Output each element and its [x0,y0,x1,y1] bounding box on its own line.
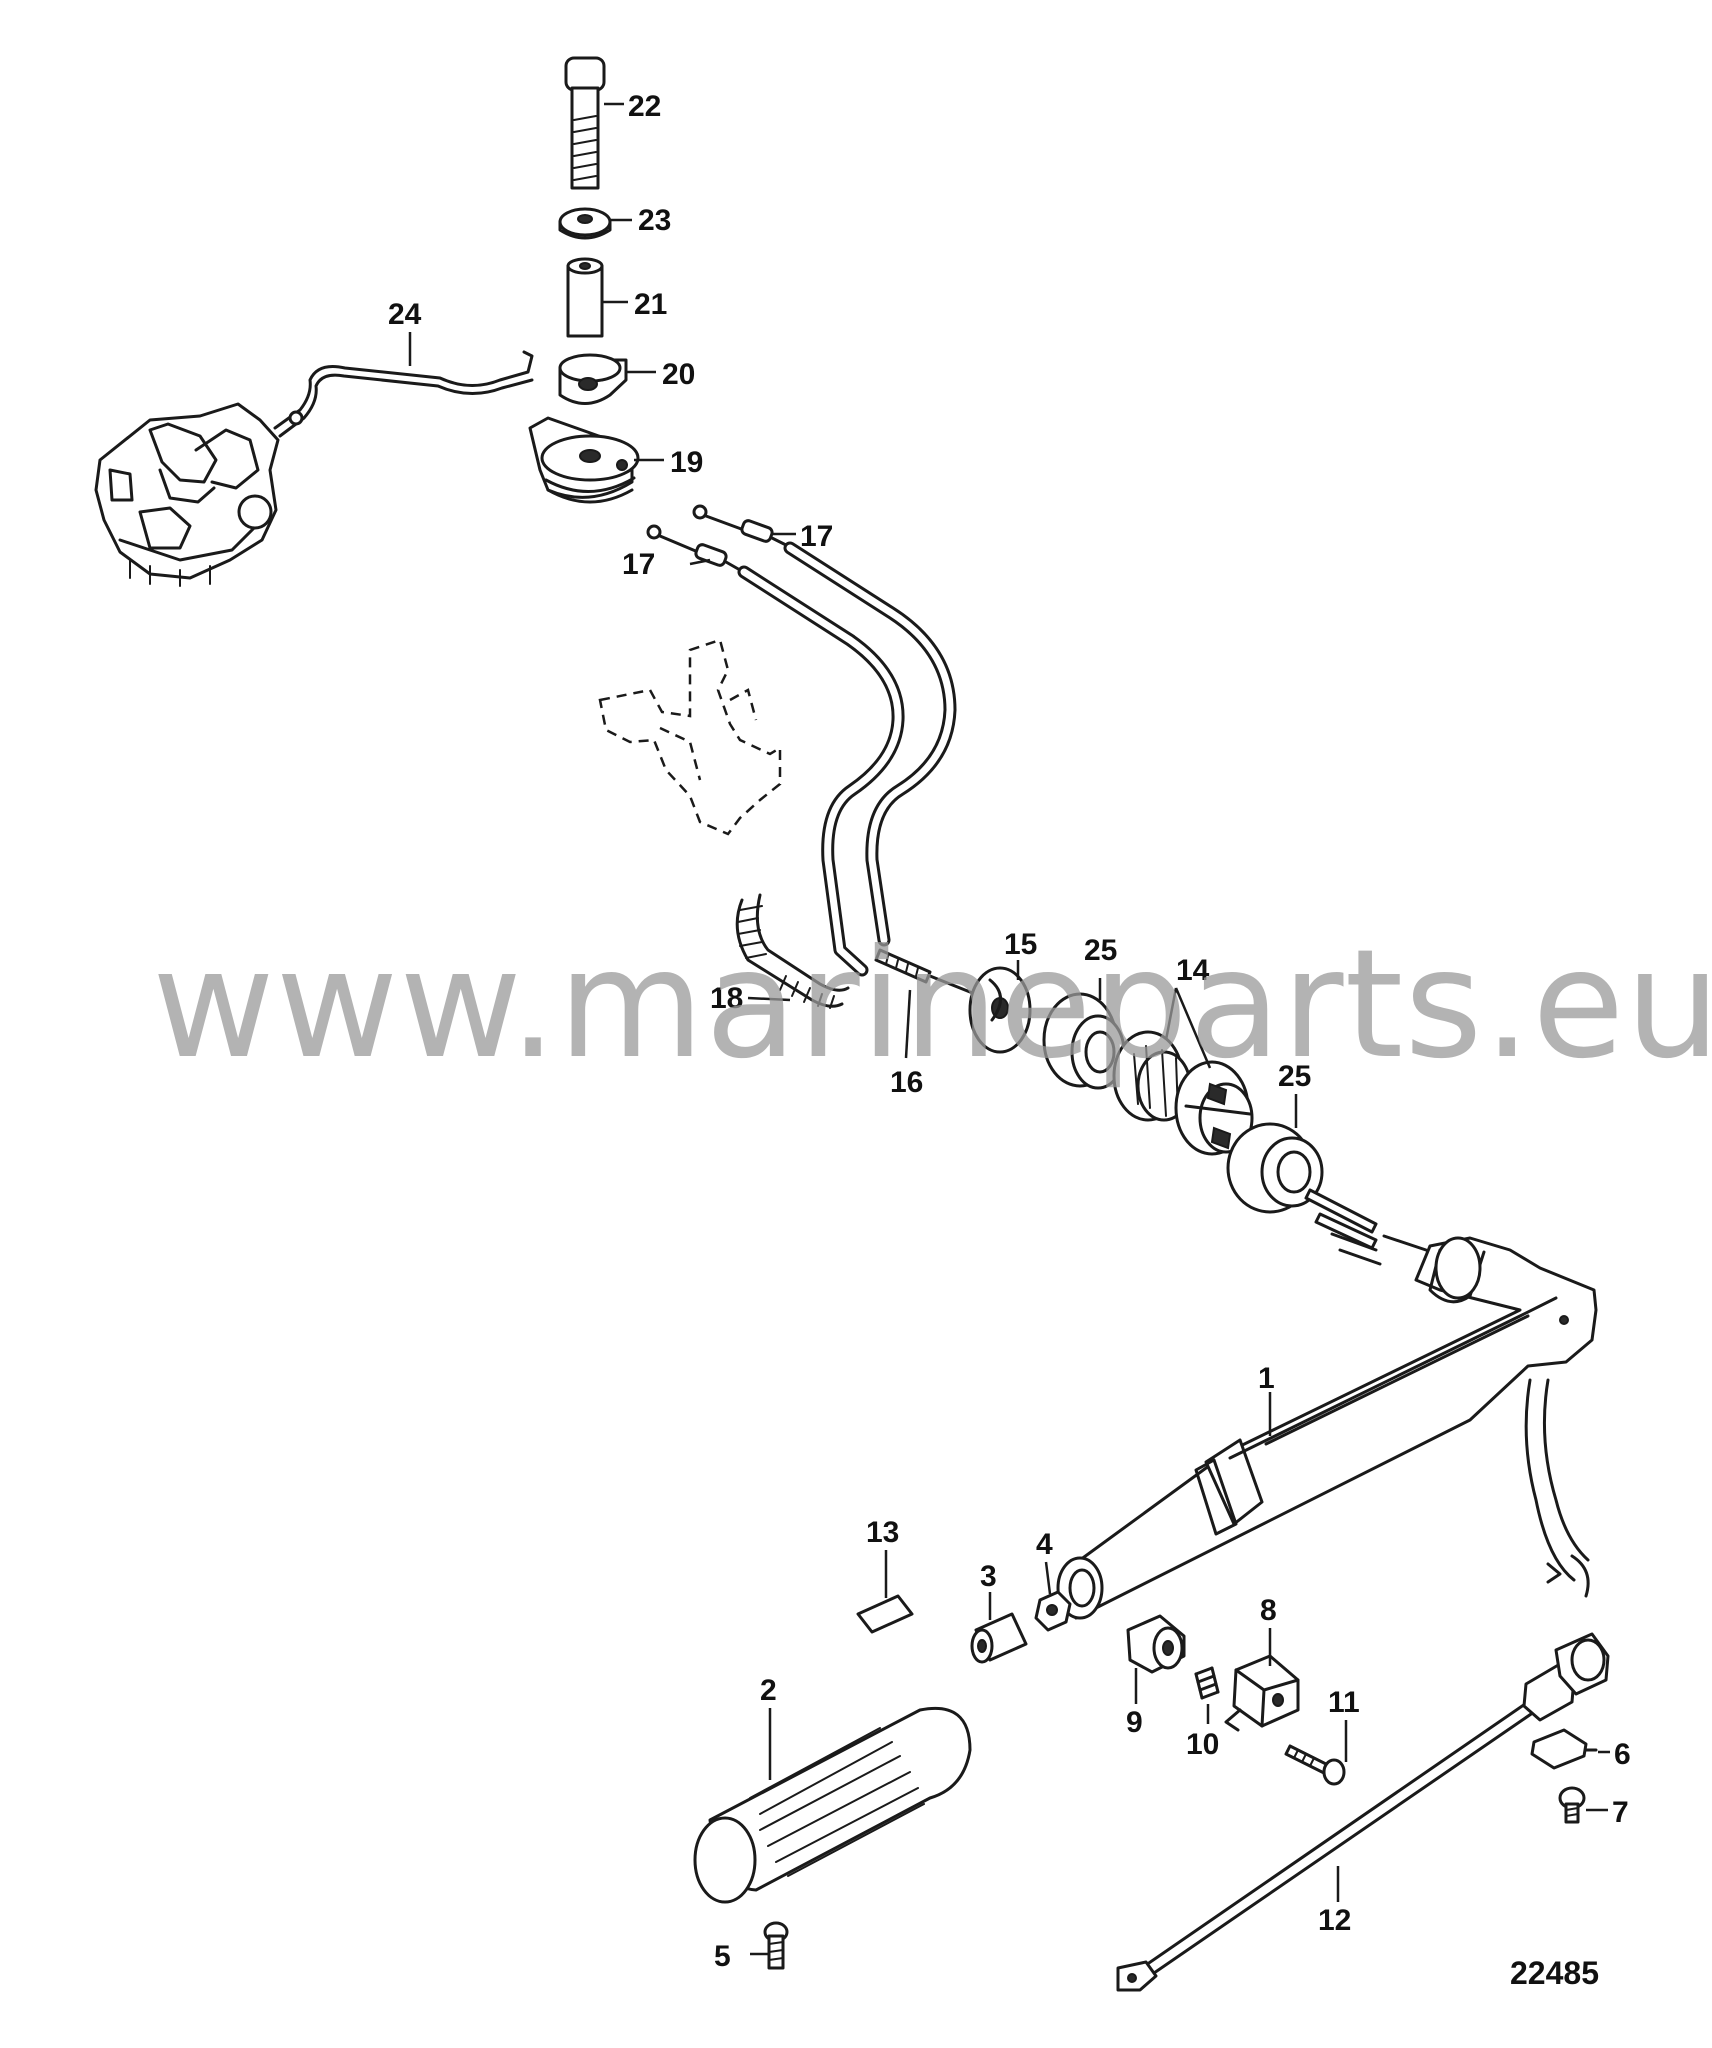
carburetor-reference [94,402,280,587]
part-9-bracket [1126,1614,1186,1674]
part-20-bushing [558,353,628,405]
callout-22: 22 [628,90,661,123]
part-10-spring [1194,1666,1220,1700]
callout-10: 10 [1186,1728,1219,1761]
part-6-clip [1530,1728,1598,1770]
part-24-link-rod [273,350,534,438]
part-2-throttle-grip [693,1706,972,1904]
callout-7: 7 [1612,1796,1629,1829]
part-15-throttle-drum [968,966,1032,1054]
callout-19: 19 [670,446,703,479]
part-11-screw [1284,1744,1346,1786]
part-12-shift-rod [1116,1632,1610,1992]
callout-8: 8 [1260,1594,1277,1627]
callout-12: 12 [1318,1904,1351,1937]
callout-25-lower: 25 [1278,1060,1311,1093]
part-7-screw [1558,1786,1586,1824]
callout-18: 18 [710,982,743,1015]
callout-24: 24 [388,298,422,331]
callout-13: 13 [866,1516,899,1549]
callout-16: 16 [890,1066,923,1099]
part-17-throttle-cables [646,504,957,977]
callout-9: 9 [1126,1706,1143,1739]
callout-4: 4 [1036,1528,1053,1561]
part-14-cam-left [1112,1030,1192,1122]
callout-21: 21 [634,288,667,321]
callout-labels: 1 2 3 4 5 6 7 8 9 10 11 12 13 14 15 16 1… [388,90,1631,1973]
part-19-pulley [528,416,640,504]
callout-11: 11 [1328,1686,1360,1719]
leader-lines [408,102,1610,1956]
part-21-spacer [566,257,604,338]
callout-6: 6 [1614,1738,1631,1771]
callout-3: 3 [980,1560,997,1593]
callout-15: 15 [1004,928,1037,961]
part-14-cam-right [1174,1060,1254,1156]
part-22-bolt [564,56,606,190]
part-25-bushing-lower [1226,1122,1324,1214]
callout-5: 5 [714,1940,731,1973]
callout-17-lower: 17 [622,548,655,581]
part-18-spring [735,893,850,1009]
callout-14: 14 [1176,954,1210,987]
reference-number: 22485 [1510,1955,1599,1991]
callout-1: 1 [1258,1362,1275,1395]
callout-17-upper: 17 [800,520,833,553]
callout-20: 20 [662,358,695,391]
watermark: www.marineparts.eu [152,918,1712,1092]
part-4-nut [1034,1590,1072,1632]
part-25-bushing-upper [1042,992,1126,1090]
part-13-decal [856,1594,914,1634]
callout-25-upper: 25 [1084,934,1117,967]
callout-2: 2 [760,1674,777,1707]
part-8-clamp [1224,1654,1300,1732]
part-23-washer [558,207,612,240]
part-5-screw [763,1921,789,1970]
part-1-tiller-handle [1056,1188,1598,1620]
bracket-reference [598,638,782,836]
callout-23: 23 [638,204,671,237]
part-3-sleeve [970,1612,1028,1664]
